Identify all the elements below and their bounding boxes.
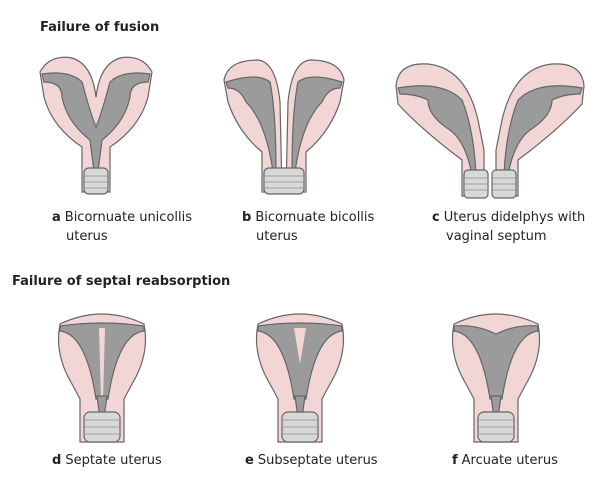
section-title-fusion: Failure of fusion	[40, 20, 160, 35]
uterus-didelphys-illustration	[395, 63, 585, 199]
section-title-septal: Failure of septal reabsorption	[12, 274, 231, 289]
bicornuate-unicollis-illustration	[39, 56, 153, 195]
bicornuate-bicollis-illustration	[223, 59, 345, 195]
septate-uterus-illustration	[57, 313, 147, 443]
subseptate-uterus-illustration	[255, 313, 345, 443]
arcuate-uterus-illustration	[451, 313, 541, 443]
